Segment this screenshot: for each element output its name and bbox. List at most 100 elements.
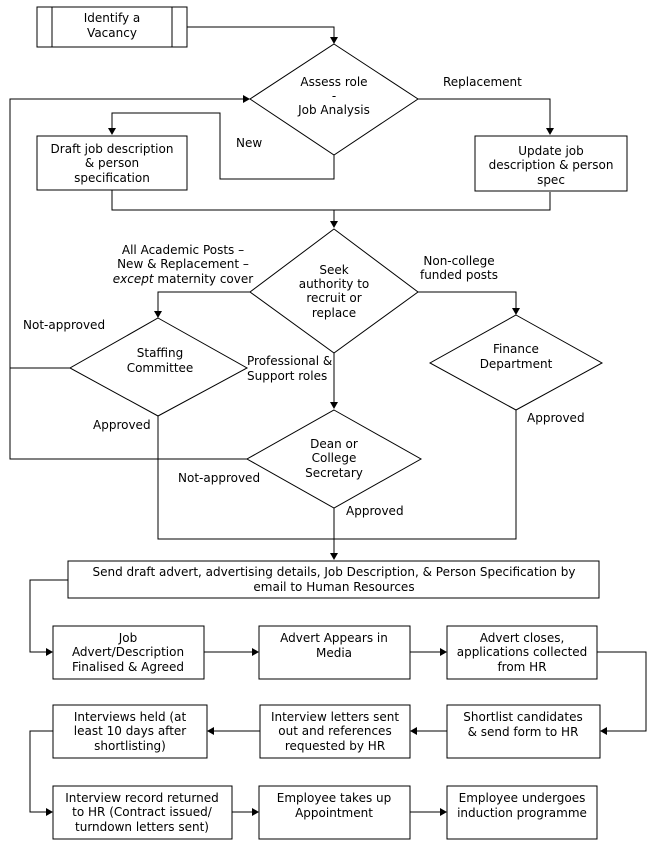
advert-appears-line-2: Media [316, 646, 352, 660]
employee-induction-line-2: induction programme [457, 806, 587, 820]
edge-identify-to-assess [187, 26, 335, 38]
arrowhead [330, 37, 338, 44]
arrowhead [46, 808, 53, 816]
interview-record-box [52, 785, 233, 840]
staffing-committee-diamond [68, 317, 249, 417]
employee-takes-up-line-1: Employee takes up [277, 791, 392, 805]
arrowhead [207, 727, 214, 735]
identify-vacancy-line-2: Vacancy [87, 26, 137, 40]
advert-appears-box [258, 625, 411, 680]
shapes [36, 6, 628, 840]
seek-authority-line-4: replace [312, 306, 356, 320]
dean-secretary-line-1: Dean or [310, 437, 358, 451]
seek-authority-line-3: recruit or [306, 291, 361, 305]
assess-role-line-1: Assess role [300, 75, 367, 89]
employee-induction-line-1: Employee undergoes [459, 791, 586, 805]
dean-secretary-line-3: Secretary [305, 466, 363, 480]
node-labels: Identify a Vacancy Assess role - Job Ana… [51, 11, 614, 834]
shortlist-line-1: Shortlist candidates [463, 710, 582, 724]
seek-authority-line-1: Seek [319, 263, 348, 277]
update-jd-line-2: description & person [489, 158, 614, 172]
label-dean-approved: Approved [346, 504, 404, 518]
label-non-college-line-1: Non-college [423, 254, 494, 268]
job-advert-line-2: Advert/Description [72, 645, 184, 659]
update-jd-line-3: spec [537, 173, 565, 187]
interviews-held-box [52, 704, 208, 759]
draft-jd-line-2: & person [85, 156, 139, 170]
draft-jd-line-1: Draft job description [51, 142, 174, 156]
arrowhead [243, 95, 250, 103]
edge-dean-not-approved [9, 368, 247, 460]
interview-record-line-3: turndown letters sent) [75, 820, 209, 834]
interviews-held-line-2: least 10 days after [74, 724, 187, 738]
label-finance-approved: Approved [527, 411, 585, 425]
label-academic-line-3: except maternity cover [113, 272, 253, 286]
arrowhead [440, 808, 447, 816]
draft-jd-line-3: specification [74, 171, 150, 185]
arrowhead [600, 727, 607, 735]
advert-closes-line-2: applications collected [457, 645, 588, 659]
seek-authority-diamond [249, 228, 419, 354]
label-academic-line-1: All Academic Posts – [122, 243, 244, 257]
draft-jd-box [36, 135, 188, 191]
advert-closes-line-3: from HR [497, 660, 546, 674]
arrowhead [330, 221, 338, 228]
edge-staffing-approved [157, 416, 334, 540]
arrowhead [252, 648, 259, 656]
dean-secretary-diamond [245, 409, 423, 509]
label-replacement: Replacement [443, 75, 522, 89]
edge-finance-approved [334, 410, 517, 540]
shortlist-line-2: & send form to HR [468, 725, 579, 739]
label-academic-except: except [113, 272, 155, 286]
edge-assess-to-update [418, 98, 551, 129]
label-new: New [236, 136, 262, 150]
edge-send-to-job-advert [29, 579, 68, 653]
label-professional-line-1: Professional & [247, 354, 332, 368]
send-draft-box [67, 560, 600, 599]
label-staffing-approved: Approved [93, 418, 151, 432]
interviews-held-line-3: shortlisting) [94, 739, 166, 753]
dean-secretary-line-2: College [312, 451, 357, 465]
interview-letters-line-3: requested by HR [285, 739, 385, 753]
job-advert-box [52, 625, 205, 680]
update-jd-line-1: Update job [518, 144, 584, 158]
arrowhead [330, 553, 338, 560]
edge-closes-to-shortlist [597, 651, 647, 732]
finance-department-line-2: Department [480, 357, 553, 371]
interview-record-line-2: to HR (Contract issued/ [72, 805, 213, 819]
employee-takes-up-box [258, 785, 411, 840]
arrowhead [46, 648, 53, 656]
arrowhead [410, 727, 417, 735]
label-dean-not-approved: Not-approved [178, 471, 260, 485]
interview-letters-line-2: out and references [278, 724, 391, 738]
interviews-held-line-1: Interviews held (at [74, 710, 187, 724]
job-advert-line-1: Job [118, 631, 138, 645]
edge-interviews-to-record [29, 730, 53, 813]
arrowhead [108, 128, 116, 135]
identify-vacancy-line-1: Identify a [84, 11, 140, 25]
arrowhead [330, 402, 338, 409]
arrowhead [546, 128, 554, 135]
update-jd-box [474, 135, 628, 192]
staffing-committee-line-2: Committee [127, 361, 194, 375]
edge-seek-to-staffing [157, 291, 250, 312]
send-draft-line-1: Send draft advert, advertising details, … [92, 565, 575, 579]
arrowhead [440, 648, 447, 656]
edge-assess-to-draft [111, 112, 335, 180]
advert-closes-line-1: Advert closes, [480, 631, 565, 645]
assess-role-line-3: Job Analysis [297, 103, 370, 117]
label-non-college-line-2: funded posts [420, 268, 498, 282]
employee-induction-box [446, 785, 598, 840]
advert-appears-line-1: Advert Appears in [280, 631, 388, 645]
staffing-committee-line-1: Staffing [137, 346, 184, 360]
send-draft-line-2: email to Human Resources [253, 580, 414, 594]
assess-role-diamond [249, 43, 419, 156]
identify-vacancy-box [36, 6, 188, 48]
job-advert-line-3: Finalised & Agreed [72, 660, 184, 674]
edge-seek-to-finance [418, 291, 517, 309]
shortlist-box [446, 704, 601, 759]
edge-staffing-not-approved [9, 98, 243, 369]
label-staffing-not-approved: Not-approved [23, 318, 105, 332]
